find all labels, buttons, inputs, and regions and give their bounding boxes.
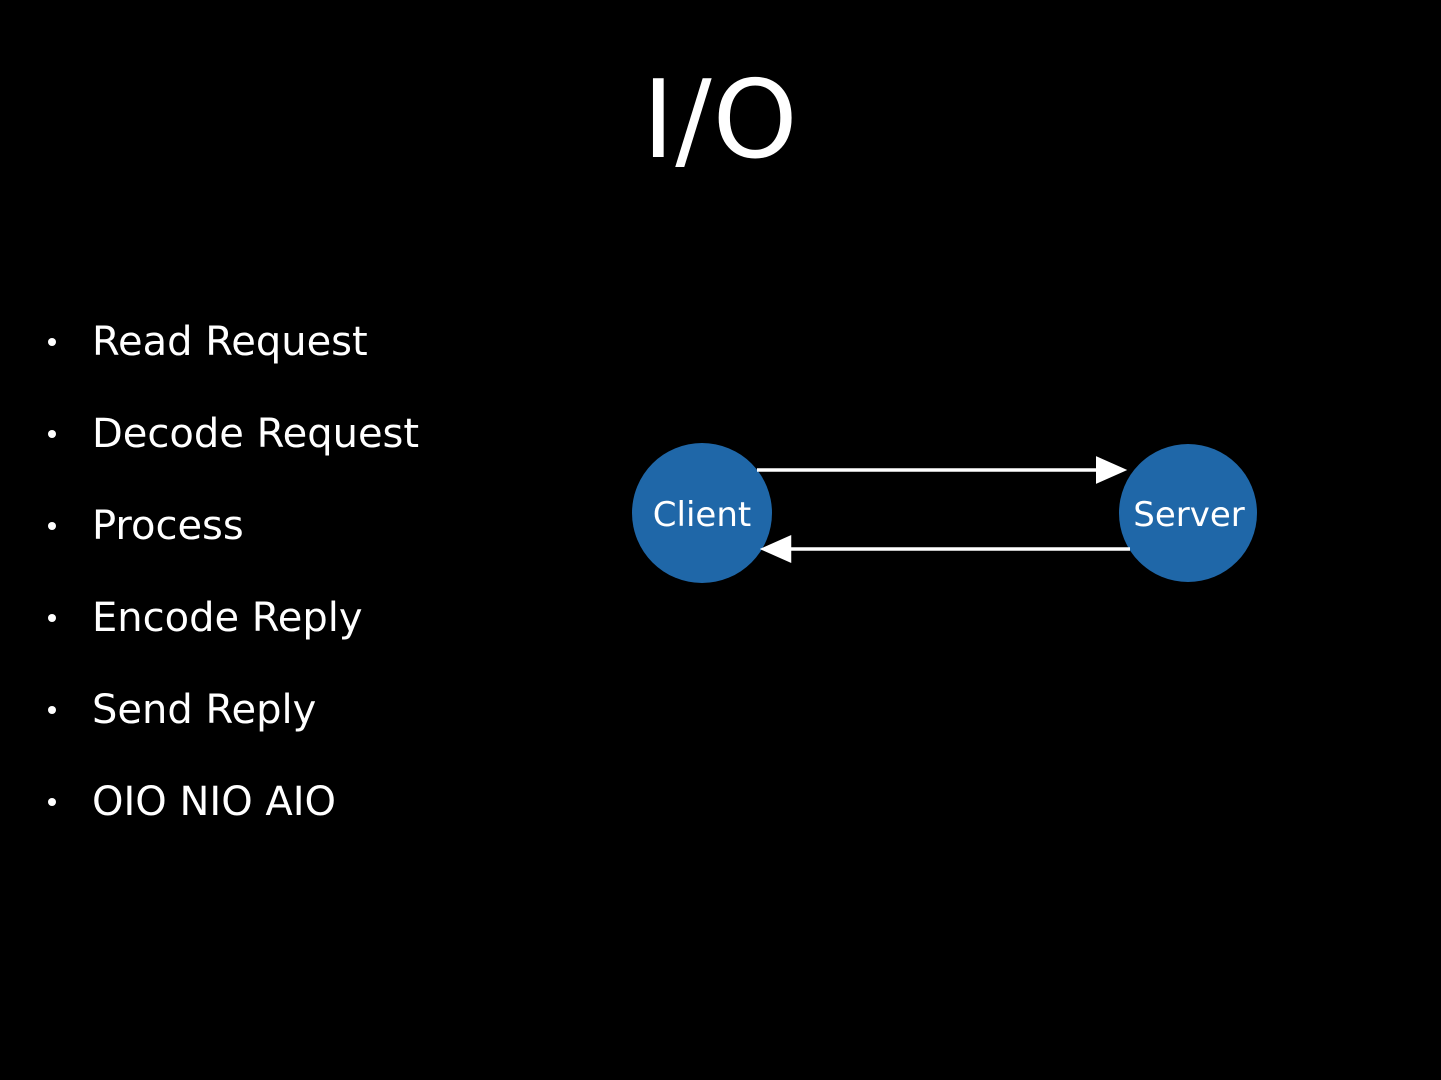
bullet-item: Encode Reply	[42, 572, 419, 664]
bullet-item: Decode Request	[42, 388, 419, 480]
bullet-dot-icon	[48, 614, 56, 622]
bullet-text: Process	[92, 503, 244, 549]
bullet-text: Encode Reply	[92, 595, 363, 641]
server-node-label: Server	[1133, 495, 1245, 535]
bullet-item: Process	[42, 480, 419, 572]
bullet-item: OIO NIO AIO	[42, 756, 419, 848]
slide-title: I/O	[642, 58, 799, 183]
bullet-dot-icon	[48, 706, 56, 714]
bullet-text: Read Request	[92, 319, 368, 365]
bullet-text: Decode Request	[92, 411, 420, 457]
client-node-label: Client	[653, 495, 751, 535]
client-node	[632, 443, 772, 583]
bullet-item: Read Request	[42, 296, 419, 388]
bullet-text: OIO NIO AIO	[92, 779, 337, 825]
bullet-dot-icon	[48, 522, 56, 530]
server-node	[1119, 444, 1257, 582]
bullet-dot-icon	[48, 798, 56, 806]
bullet-text: Send Reply	[92, 687, 317, 733]
bullet-dot-icon	[48, 338, 56, 346]
bullet-item: Send Reply	[42, 664, 419, 756]
bullet-dot-icon	[48, 430, 56, 438]
bullet-list: Read Request Decode Request Process Enco…	[42, 296, 419, 848]
